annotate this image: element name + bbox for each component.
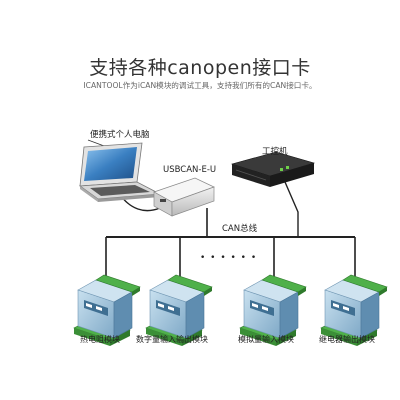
usbcan-label: USBCAN-E-U bbox=[163, 165, 217, 175]
can-bus-label: CAN总线 bbox=[222, 224, 258, 234]
module-label: 继电器输出模块 bbox=[319, 335, 375, 344]
laptop-label: 便携式个人电脑 bbox=[90, 130, 150, 140]
usbcan-device-icon bbox=[153, 177, 215, 217]
page-title: 支持各种canopen接口卡 bbox=[89, 57, 311, 79]
module-label: 热电阻模块 bbox=[80, 335, 120, 344]
module-label: 数字量输入输出模块 bbox=[136, 335, 208, 344]
ipc-label: 工控机 bbox=[262, 147, 288, 157]
ellipsis-dots: • • • • • • bbox=[200, 253, 258, 263]
page-subtitle: ICANTOOL作为iCAN模块的调试工具，支持我们所有的CAN接口卡。 bbox=[83, 81, 317, 90]
ipc-bus-link bbox=[284, 181, 299, 237]
laptop-icon bbox=[78, 142, 162, 202]
industrial-pc-icon bbox=[230, 151, 316, 187]
module-label: 模拟量输入模块 bbox=[238, 335, 294, 344]
